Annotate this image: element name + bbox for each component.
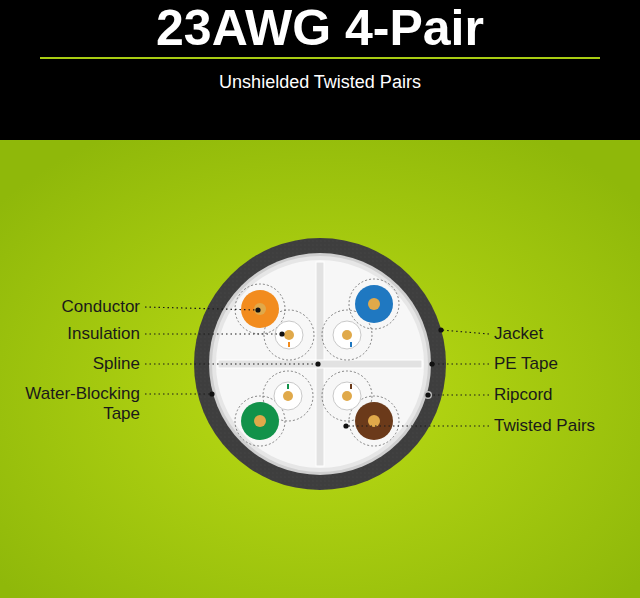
leader-line (145, 363, 318, 364)
background (0, 140, 640, 598)
part-label: PE Tape (494, 354, 624, 374)
core (216, 260, 424, 468)
leader-lines (145, 307, 489, 429)
wire-pair (235, 284, 314, 360)
header-bar (0, 0, 640, 140)
part-label: Twisted Pairs (494, 416, 624, 436)
ripcord (424, 391, 432, 399)
leader-dot (279, 331, 284, 336)
leader-dot (255, 307, 260, 312)
leader-line (441, 330, 489, 334)
part-label: Spline (20, 354, 140, 374)
leader-line (145, 393, 212, 394)
leader-dot (425, 392, 430, 397)
leader-dot (429, 361, 434, 366)
leader-dot (438, 327, 443, 332)
leader-line (145, 307, 258, 310)
title: 23AWG 4-Pair (0, 0, 640, 56)
wire-pair (322, 371, 399, 446)
wire-pair (235, 371, 313, 446)
part-label: Insulation (20, 324, 140, 344)
leader-line (346, 425, 489, 426)
part-label: Water-Blocking Tape (10, 384, 140, 424)
part-label: Jacket (494, 324, 624, 344)
part-label: Ripcord (494, 385, 624, 405)
leader-dot (315, 361, 320, 366)
part-label: Conductor (20, 297, 140, 317)
caption: Unshielded Twisted Pairs (0, 70, 640, 94)
header-rule (40, 57, 600, 59)
leader-dot (209, 391, 214, 396)
leader-line (145, 333, 282, 334)
leader-dot (343, 423, 348, 428)
wire-pair (322, 279, 399, 360)
twisted-pairs (235, 279, 399, 446)
water-blocking-tape (209, 253, 431, 475)
leader-line (428, 394, 489, 395)
leader-line (432, 363, 489, 364)
